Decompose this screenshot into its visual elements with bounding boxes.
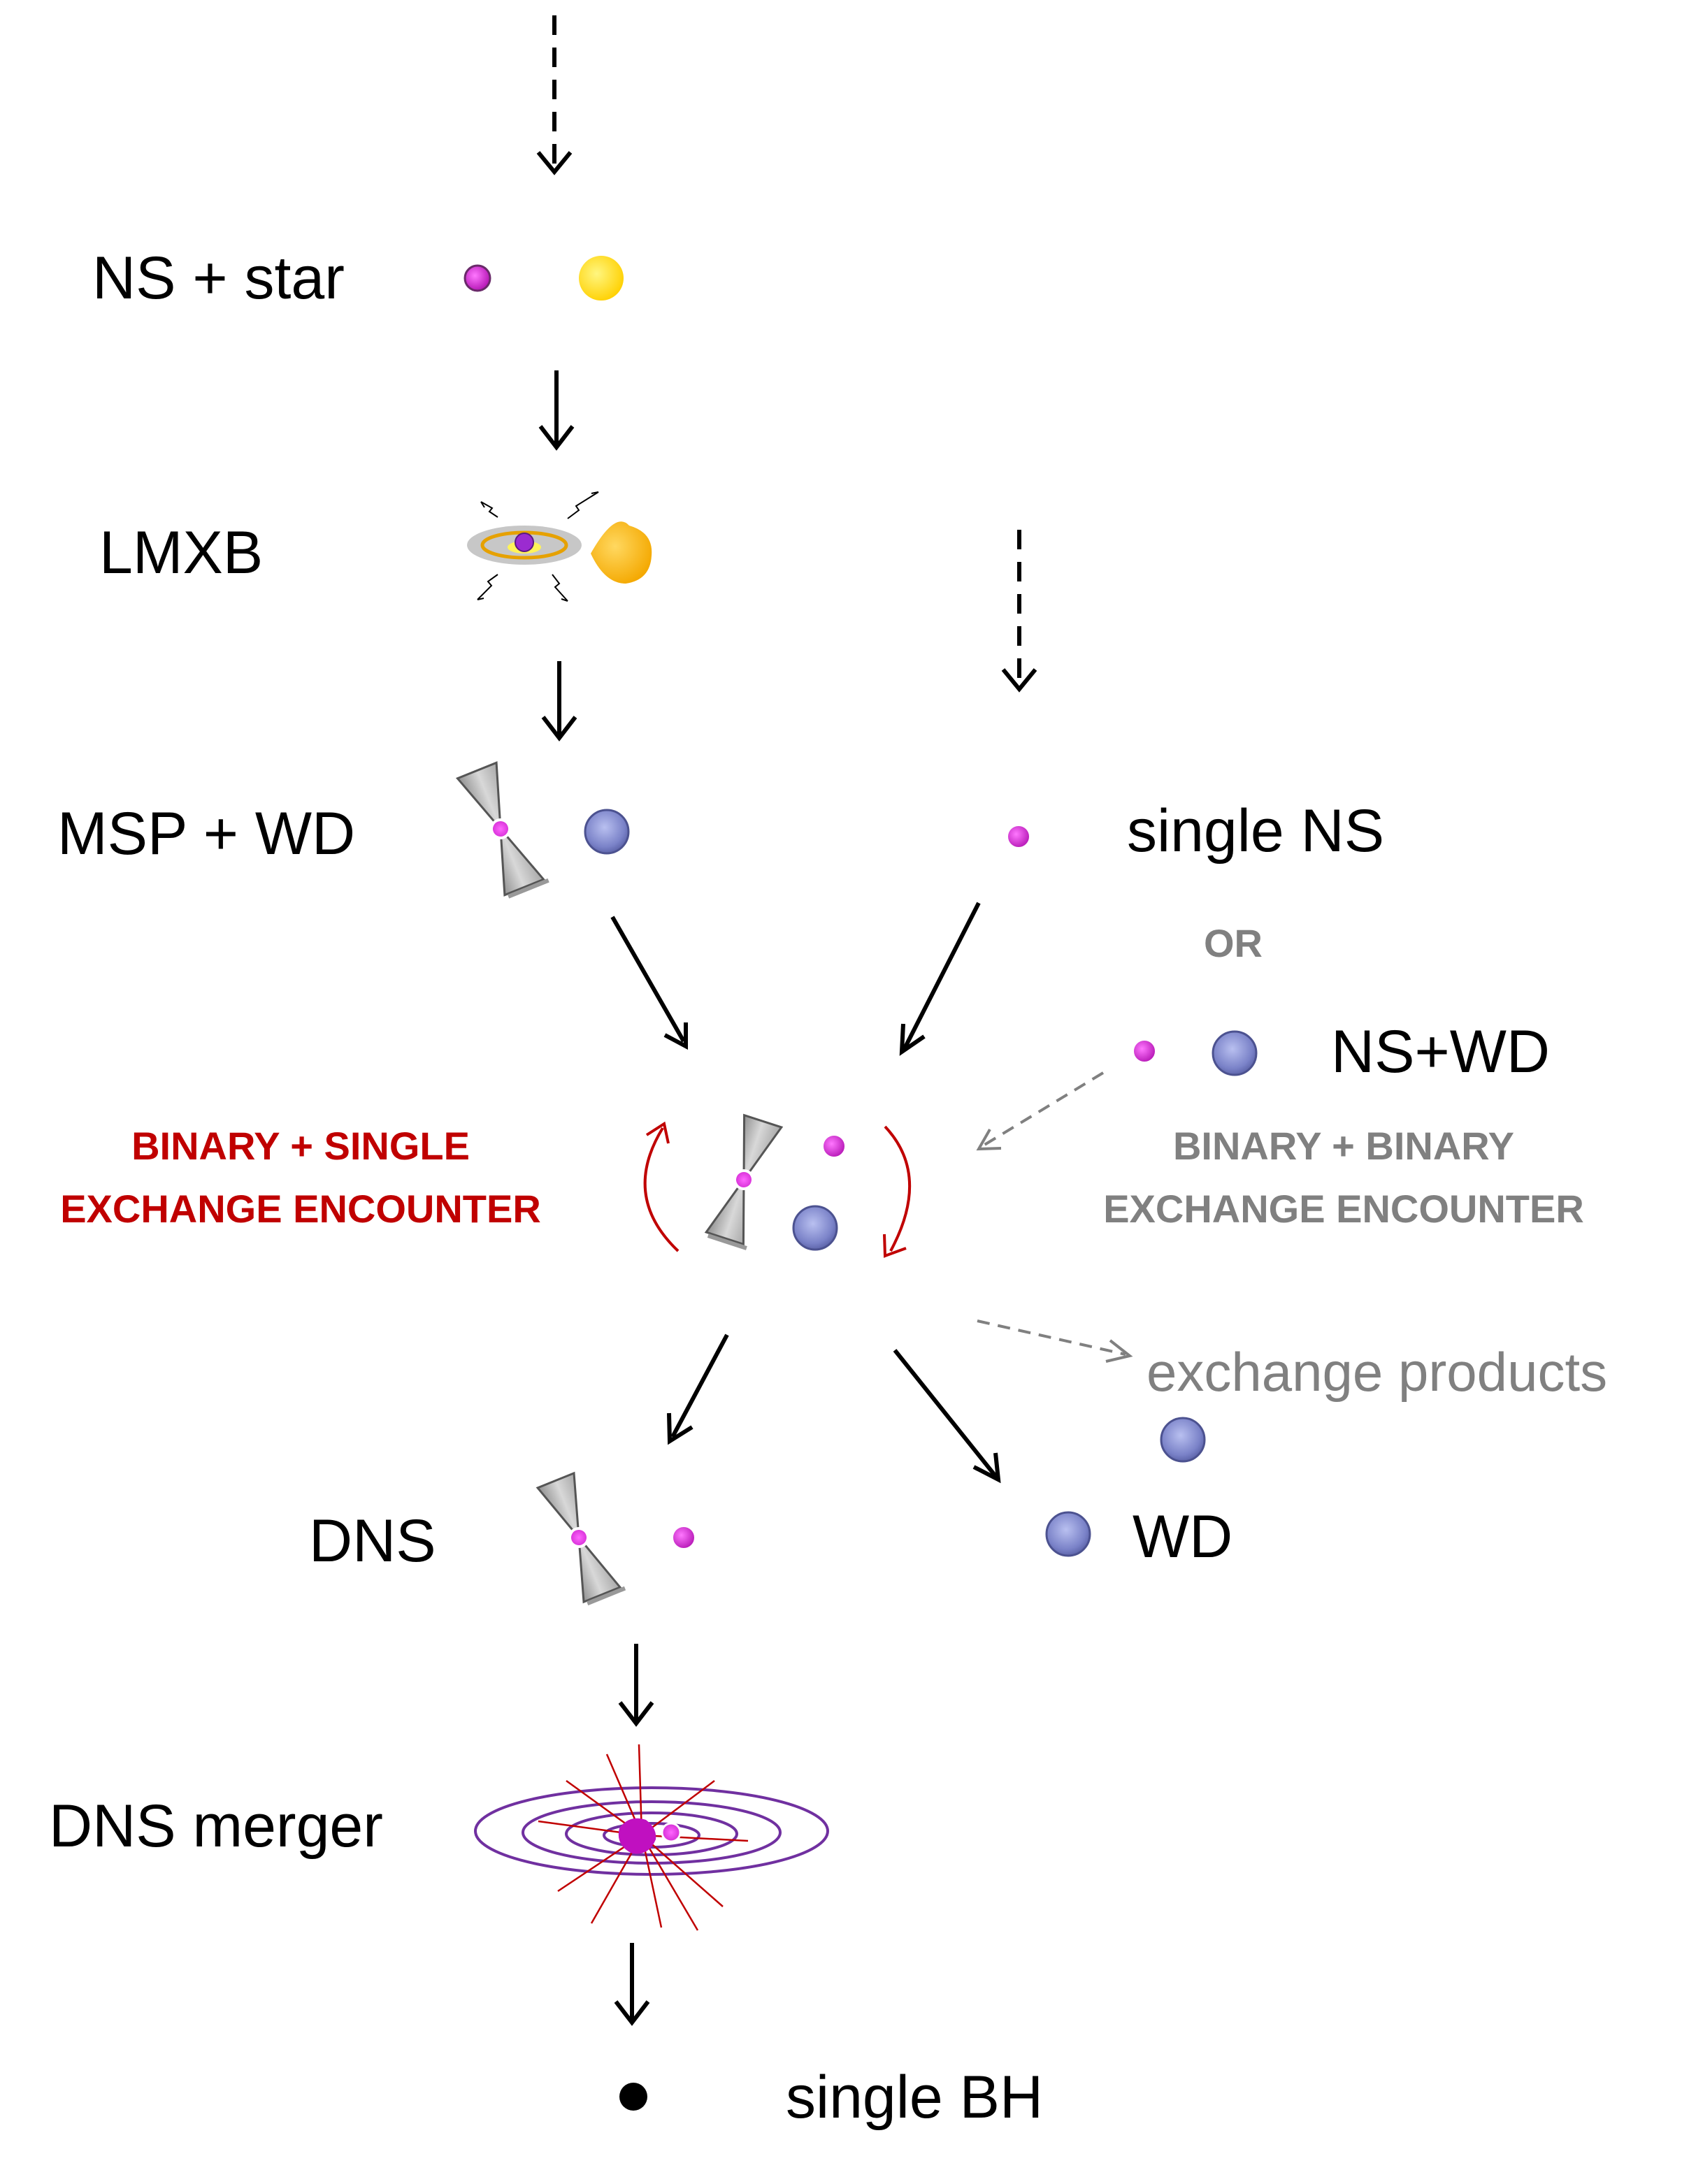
label-binary-single-encounter: BINARY + SINGLE EXCHANGE ENCOUNTER bbox=[42, 1127, 559, 1229]
label-ns-wd: NS+WD bbox=[1331, 1018, 1550, 1085]
arrow-ns-star-to-lmxb bbox=[538, 370, 575, 451]
label-dns-merger: DNS merger bbox=[49, 1793, 383, 1860]
arrow-merger-to-bh bbox=[614, 1943, 650, 2026]
neutron-star-icon bbox=[463, 264, 491, 292]
lmxb-icon bbox=[467, 491, 652, 602]
binary-binary-line1: BINARY + BINARY bbox=[1172, 1124, 1514, 1168]
label-ns-star: NS + star bbox=[92, 245, 345, 312]
dns-merger-icon bbox=[474, 1744, 829, 1931]
label-binary-binary-encounter: BINARY + BINARY EXCHANGE ENCOUNTER bbox=[1085, 1127, 1602, 1229]
arrow-msp-to-encounter bbox=[610, 916, 688, 1050]
arrow-encounter-to-exchange-products-dashed bbox=[977, 1319, 1133, 1363]
label-msp-wd: MSP + WD bbox=[57, 800, 356, 867]
arrow-ns-wd-to-encounter-dashed bbox=[976, 1071, 1105, 1151]
white-dwarf-icon bbox=[584, 809, 630, 855]
ns-wd-white-dwarf-icon bbox=[1212, 1030, 1258, 1076]
arrow-single-ns-to-encounter bbox=[899, 902, 981, 1056]
arrow-encounter-to-dns bbox=[667, 1333, 729, 1445]
label-single-ns: single NS bbox=[1127, 797, 1385, 865]
single-neutron-star-icon bbox=[1005, 823, 1032, 850]
black-hole-icon bbox=[619, 2083, 647, 2111]
arrow-encounter-to-wd bbox=[893, 1349, 1001, 1484]
label-single-bh: single BH bbox=[786, 2064, 1044, 2131]
arrow-lmxb-to-msp bbox=[541, 661, 577, 742]
arrow-dns-to-merger bbox=[618, 1644, 654, 1727]
encounter-red-curved-arrows bbox=[643, 1121, 912, 1258]
binary-binary-line2: EXCHANGE ENCOUNTER bbox=[1103, 1187, 1584, 1231]
label-dns: DNS bbox=[309, 1507, 436, 1575]
arrow-top-right-dashed bbox=[1001, 530, 1037, 693]
label-or: OR bbox=[1204, 921, 1263, 965]
msp-icon bbox=[455, 761, 549, 899]
label-exchange-products: exchange products bbox=[1147, 1341, 1608, 1403]
encounter-icon bbox=[704, 1113, 847, 1251]
wd-result-icon bbox=[1045, 1511, 1091, 1557]
arrow-top-dashed bbox=[536, 15, 573, 175]
binary-single-line1: BINARY + SINGLE bbox=[131, 1124, 470, 1168]
ns-wd-neutron-star-icon bbox=[1131, 1038, 1158, 1064]
label-wd: WD bbox=[1133, 1503, 1233, 1570]
star-icon bbox=[579, 256, 624, 301]
label-lmxb: LMXB bbox=[99, 519, 264, 586]
exchange-products-white-dwarf-icon bbox=[1160, 1417, 1206, 1463]
dns-pulsar-icon bbox=[535, 1471, 626, 1606]
dns-neutron-star-icon bbox=[670, 1524, 697, 1551]
binary-single-line2: EXCHANGE ENCOUNTER bbox=[60, 1187, 541, 1231]
